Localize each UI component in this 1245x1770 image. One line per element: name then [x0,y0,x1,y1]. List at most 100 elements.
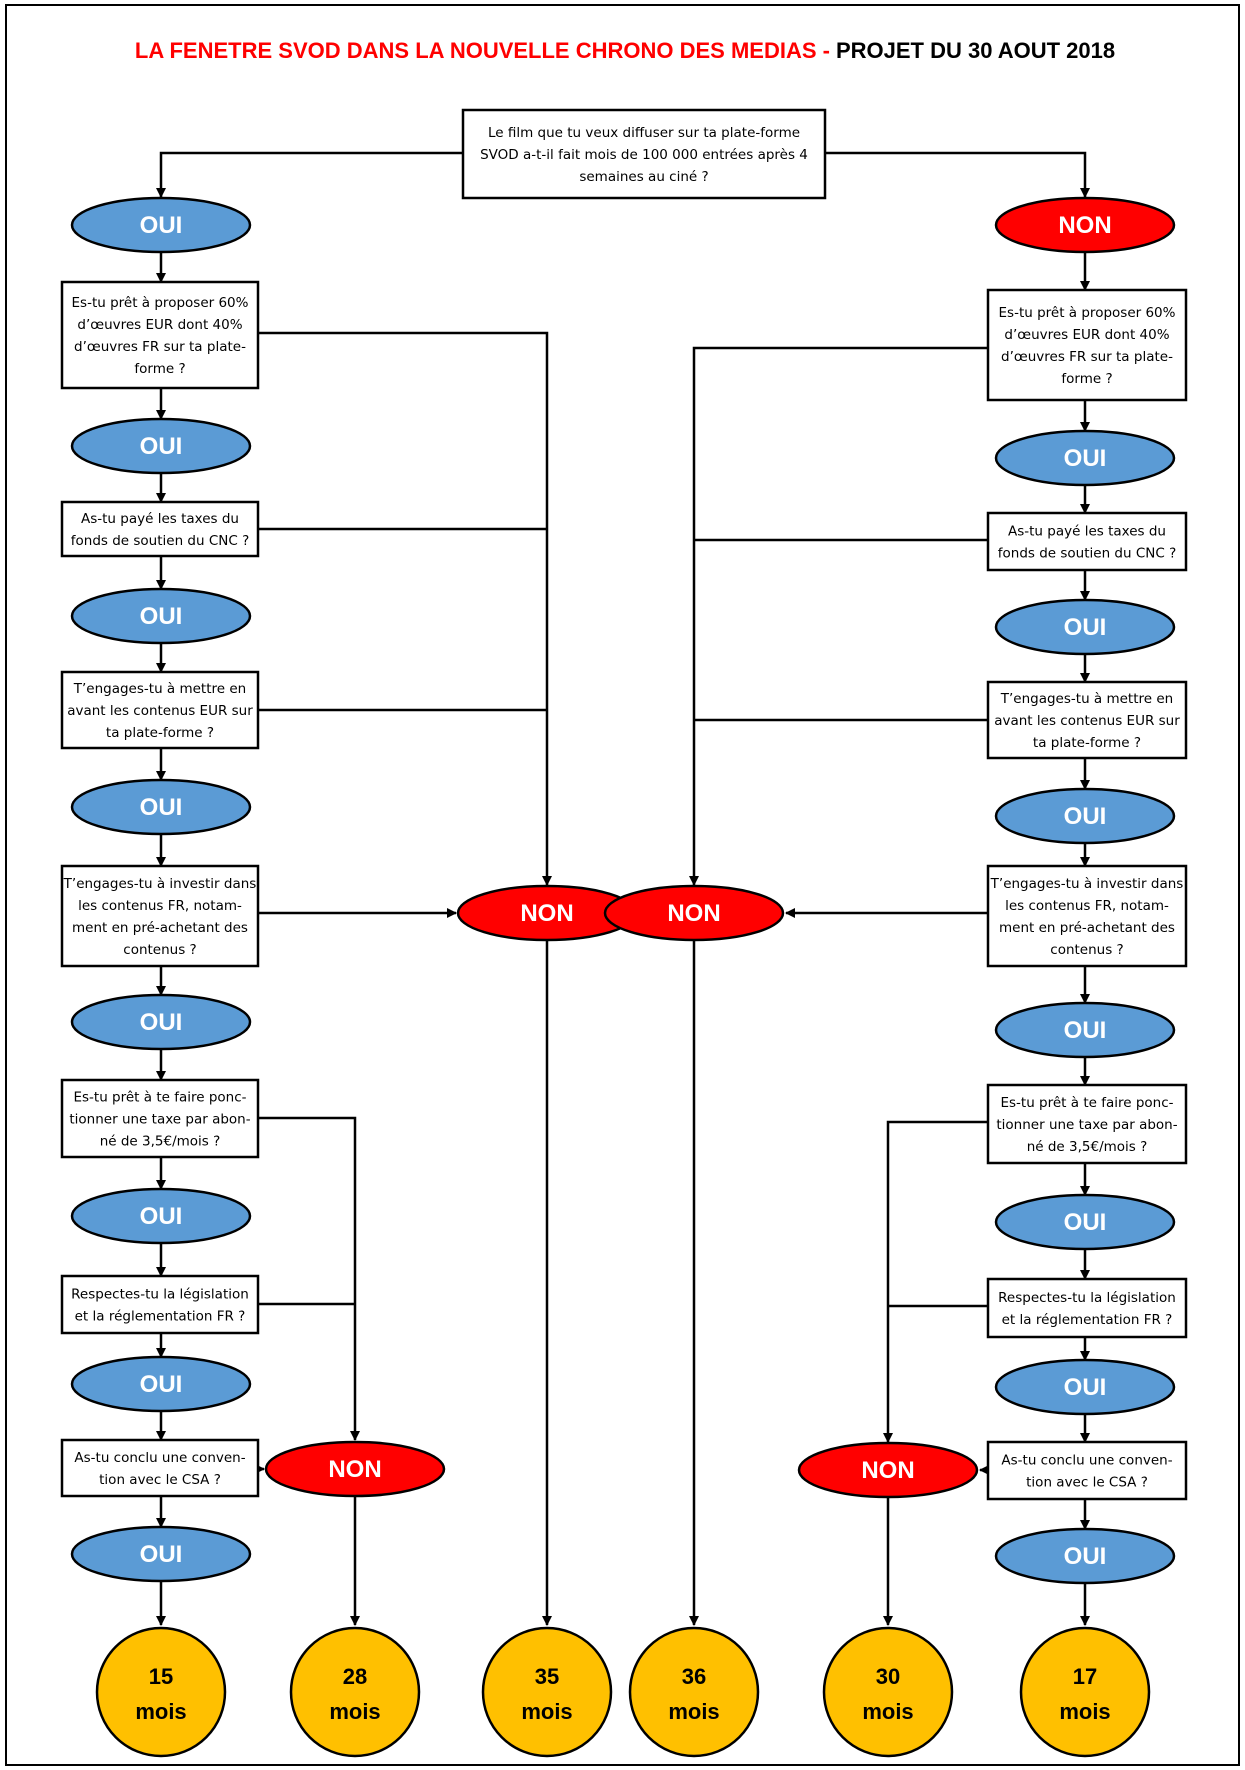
left-question-box-line: né de 3,5€/mois ? [100,1134,221,1150]
right-oui-oval [994,1001,1176,1059]
title-part-black: PROJET DU 30 AOUT 2018 [836,38,1115,63]
right-question-box-line: contenus ? [1050,942,1123,958]
result-value: 36 [682,1664,706,1689]
right-q5-no [883,1120,988,1443]
result-unit: mois [862,1699,913,1724]
right-question-box [986,1440,1188,1501]
left-oui-oval-label: OUI [140,603,183,630]
right-top-non-oval-label: NON [1058,212,1111,239]
left-question-box-line: les contenus FR, notam- [78,898,242,914]
start-to-non [825,151,1090,198]
right-question-box-line: T’engages-tu à investir dans [990,876,1184,892]
result-circle [289,1626,421,1758]
left-question-box-line: contenus ? [123,942,196,958]
title-part-red: LA FENETRE SVOD DANS LA NOUVELLE CHRONO … [135,38,830,63]
left-question-box-line: tion avec le CSA ? [99,1472,221,1488]
right-question-box-line: et la réglementation FR ? [1002,1312,1173,1328]
result-unit: mois [329,1699,380,1724]
right-question-box-line: Es-tu prêt à proposer 60% [999,305,1176,321]
right-oui-oval-label: OUI [1064,614,1107,641]
right-question-box-line: Es-tu prêt à te faire ponc- [1000,1095,1173,1111]
left-question-box-line: et la réglementation FR ? [75,1309,246,1325]
right-question-box-line: les contenus FR, notam- [1005,898,1169,914]
result-circle [628,1626,760,1758]
result-value: 28 [343,1664,367,1689]
left-question-box-line: T’engages-tu à investir dans [63,876,257,892]
left-q1-no [258,331,552,886]
right-question-box-line: Respectes-tu la législation [998,1290,1176,1306]
left-question-box-line: Respectes-tu la législation [71,1287,249,1303]
left-question-box-line: ta plate-forme ? [106,725,214,741]
left-question-box-line: As-tu payé les taxes du [81,511,239,527]
left-oui-oval-label: OUI [140,1371,183,1398]
right-lower-non-oval-label: NON [861,1457,914,1484]
left-oui-oval-label: OUI [140,1009,183,1036]
left-question-box-line: ment en pré-achetant des [72,920,248,936]
connector-lines [156,151,1090,1626]
right-question-box-line: né de 3,5€/mois ? [1027,1139,1148,1155]
left-oui-oval [70,1187,252,1245]
right-question-box-line: ment en pré-achetant des [999,920,1175,936]
left-q5-no [258,1116,360,1441]
start-question-box-line: semaines au ciné ? [579,169,708,185]
right-oui-oval-label: OUI [1064,1017,1107,1044]
center-left-non-oval-label: NON [520,900,573,927]
right-question-box-line: ta plate-forme ? [1033,735,1141,751]
right-oui-oval-label: OUI [1064,1209,1107,1236]
right-oui-oval-label: OUI [1064,803,1107,830]
center-right-non-oval [603,884,785,942]
left-question-box-line: tionner une taxe par abon- [69,1112,250,1128]
left-question-box [60,280,260,390]
left-oui-oval [70,196,252,254]
left-oui-oval [70,1525,252,1583]
left-oui-oval [70,417,252,475]
right-q1-no [689,346,988,886]
right-question-box [986,1083,1188,1165]
center-right-non-oval-label: NON [667,900,720,927]
left-oui-oval-label: OUI [140,1541,183,1568]
left-question-box-line: fonds de soutien du CNC ? [71,533,250,549]
left-question-box [60,1078,260,1159]
page-title: LA FENETRE SVOD DANS LA NOUVELLE CHRONO … [135,38,1115,63]
right-question-box [986,680,1188,760]
left-oui-oval-label: OUI [140,212,183,239]
left-question-box-line: d’œuvres EUR dont 40% [77,317,242,333]
left-oui-oval-label: OUI [140,794,183,821]
right-oui-oval-label: OUI [1064,1543,1107,1570]
left-question-box [60,1274,260,1335]
right-question-box-line: As-tu payé les taxes du [1008,524,1166,540]
right-lower-non-oval [797,1441,979,1499]
left-question-box-line: Es-tu prêt à te faire ponc- [73,1090,246,1106]
result-value: 17 [1073,1664,1097,1689]
left-oui-oval-label: OUI [140,433,183,460]
right-question-box-line: As-tu conclu une conven- [1001,1453,1172,1469]
result-circle [481,1626,613,1758]
result-unit: mois [668,1699,719,1724]
right-question-box [986,864,1188,968]
right-question-box-line: tionner une taxe par abon- [996,1117,1177,1133]
right-question-box [986,511,1188,572]
left-question-box [60,864,260,968]
result-unit: mois [135,1699,186,1724]
flow-nodes: Le film que tu veux diffuser sur ta plat… [60,108,1188,1758]
right-question-box-line: d’œuvres EUR dont 40% [1004,327,1169,343]
left-question-box-line: As-tu conclu une conven- [74,1450,245,1466]
start-to-oui [156,151,463,198]
right-question-box-line: fonds de soutien du CNC ? [998,546,1177,562]
right-oui-oval [994,787,1176,845]
right-question-box-line: tion avec le CSA ? [1026,1475,1148,1491]
left-question-box-line: avant les contenus EUR sur [67,703,253,719]
left-lower-non-oval [264,1440,446,1498]
result-circle [95,1626,227,1758]
right-oui-oval [994,598,1176,656]
result-unit: mois [1059,1699,1110,1724]
left-oui-oval [70,993,252,1051]
result-circle [822,1626,954,1758]
right-oui-oval [994,1358,1176,1416]
right-top-non-oval [994,196,1176,254]
right-oui-oval-label: OUI [1064,445,1107,472]
result-value: 30 [876,1664,900,1689]
right-question-box-line: avant les contenus EUR sur [994,713,1180,729]
right-oui-oval-label: OUI [1064,1374,1107,1401]
start-question-box-line: Le film que tu veux diffuser sur ta plat… [488,125,800,141]
